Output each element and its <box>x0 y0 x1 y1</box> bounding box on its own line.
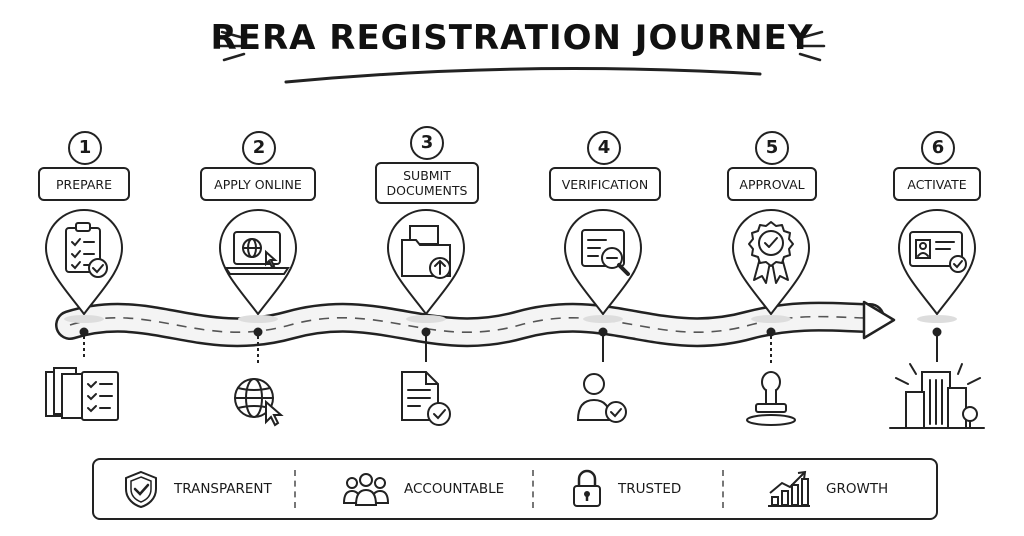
stamp-icon <box>746 371 796 426</box>
title-flourish-left <box>218 30 248 62</box>
step-4-number: 4 <box>587 131 621 165</box>
globe-cursor-icon <box>234 378 284 427</box>
step-6-number: 6 <box>921 131 955 165</box>
value-accountable: ACCOUNTABLE <box>342 460 504 518</box>
step-1-number: 1 <box>68 131 102 165</box>
value-divider <box>532 470 534 508</box>
checklist-clipboard-icon <box>65 222 108 278</box>
document-check-icon <box>401 371 451 426</box>
step-2-label: APPLY ONLINE <box>200 167 316 201</box>
people-group-icon <box>342 473 390 506</box>
step-5-label: APPROVAL <box>727 167 817 201</box>
id-card-icon <box>909 231 967 273</box>
growth-chart-icon <box>768 470 810 507</box>
buildings-icon <box>889 363 985 429</box>
step-6-label: ACTIVATE <box>893 167 981 201</box>
folder-upload-icon <box>401 225 451 279</box>
step-3-number: 3 <box>410 126 444 160</box>
title-flourish-right <box>796 30 826 62</box>
shield-check-icon <box>125 470 157 509</box>
documents-checklist-icon <box>45 367 119 421</box>
document-magnifier-icon <box>581 229 630 276</box>
step-5-number: 5 <box>755 131 789 165</box>
value-trusted: TRUSTED <box>570 460 681 518</box>
step-4-label: VERIFICATION <box>549 167 661 201</box>
value-divider <box>294 470 296 508</box>
value-label-trusted: TRUSTED <box>618 481 682 497</box>
title-underline <box>284 67 762 84</box>
value-transparent: TRANSPARENT <box>122 460 272 518</box>
value-growth: GROWTH <box>766 460 888 518</box>
value-label-transparent: TRANSPARENT <box>174 481 272 497</box>
step-2-number: 2 <box>242 131 276 165</box>
road-arrowhead <box>862 300 896 340</box>
values-bar: TRANSPARENT ACCOUNTABLE TRUSTED <box>92 458 938 520</box>
diagram-title: RERA REGISTRATION JOURNEY <box>210 18 814 58</box>
padlock-icon <box>573 469 601 507</box>
value-label-growth: GROWTH <box>826 481 889 497</box>
user-check-icon <box>576 373 627 423</box>
value-divider <box>722 470 724 508</box>
step-1-label: PREPARE <box>38 167 130 201</box>
laptop-globe-icon <box>224 231 290 275</box>
award-badge-icon <box>748 221 794 284</box>
value-label-accountable: ACCOUNTABLE <box>404 481 505 497</box>
step-3-label: SUBMIT DOCUMENTS <box>375 162 479 204</box>
